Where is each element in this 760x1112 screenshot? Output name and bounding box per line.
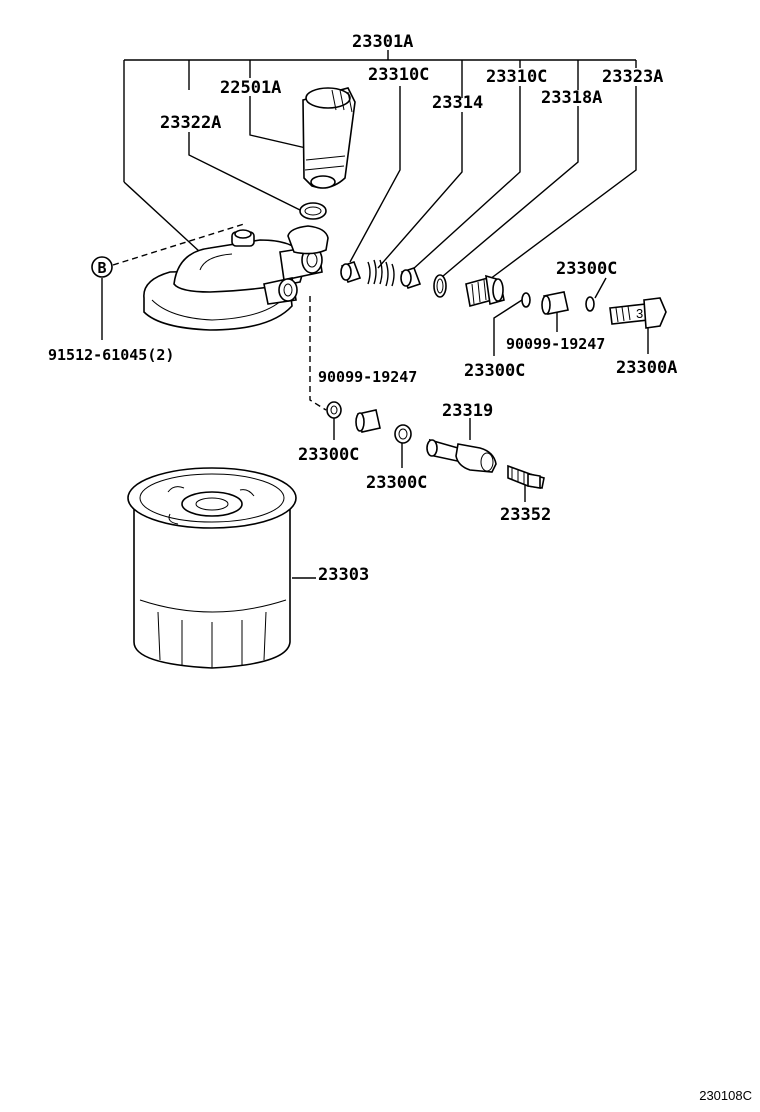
label-23310C-right: 23310C xyxy=(486,67,547,87)
washer-23300C-lower-left xyxy=(326,401,342,419)
label-23300C-lower-left: 23300C xyxy=(298,445,359,465)
label-23322A: 23322A xyxy=(160,113,221,133)
fitting-23352 xyxy=(507,464,545,489)
relief-valve-22501A xyxy=(302,87,356,189)
label-23310C-left: 23310C xyxy=(368,65,429,85)
label-23323A: 23323A xyxy=(602,67,663,87)
washer-23300C-lower-mid xyxy=(394,424,412,444)
diagram-code: 230108C xyxy=(699,1088,752,1103)
filter-bracket-housing xyxy=(143,225,329,331)
label-23300C-lower-mid: 23300C xyxy=(366,473,427,493)
label-23300C-top-right: 23300C xyxy=(556,259,617,279)
label-23318A: 23318A xyxy=(541,88,602,108)
reference-marker-b: B xyxy=(91,256,113,278)
valve-plug-23310C-left xyxy=(340,260,362,284)
union-23319 xyxy=(426,438,497,473)
gasket-23318A xyxy=(433,274,447,298)
sleeve-90099-right xyxy=(541,291,569,315)
label-22501A: 22501A xyxy=(220,78,281,98)
washer-23300C-right-small xyxy=(521,292,531,308)
sleeve-90099-lower xyxy=(355,409,381,433)
o-ring-23322A xyxy=(299,202,327,220)
label-90099-lower: 90099-19247 xyxy=(318,368,417,386)
reference-b-label: B xyxy=(97,259,106,277)
label-23301A: 23301A xyxy=(352,32,413,52)
assembly-bracket xyxy=(123,50,637,182)
leader-lines xyxy=(101,86,649,579)
washer-23300C-right xyxy=(585,296,595,312)
plug-23323A xyxy=(465,274,505,308)
spring-23314 xyxy=(367,259,395,287)
label-91512: 91512-61045(2) xyxy=(48,346,174,364)
label-23303: 23303 xyxy=(318,565,369,585)
bolt-23300A: 3 xyxy=(609,297,667,329)
label-90099-right: 90099-19247 xyxy=(506,335,605,353)
label-23300A: 23300A xyxy=(616,358,677,378)
label-23319: 23319 xyxy=(442,401,493,421)
svg-text:3: 3 xyxy=(636,306,643,321)
label-23352: 23352 xyxy=(500,505,551,525)
valve-plug-23310C-right xyxy=(400,266,422,290)
label-23314: 23314 xyxy=(432,93,483,113)
part-labels: 23301A 22501A 23310C 23310C 23323A 23314… xyxy=(48,32,677,585)
label-23300C-right-lower: 23300C xyxy=(464,361,525,381)
oil-filter-23303 xyxy=(127,467,297,669)
